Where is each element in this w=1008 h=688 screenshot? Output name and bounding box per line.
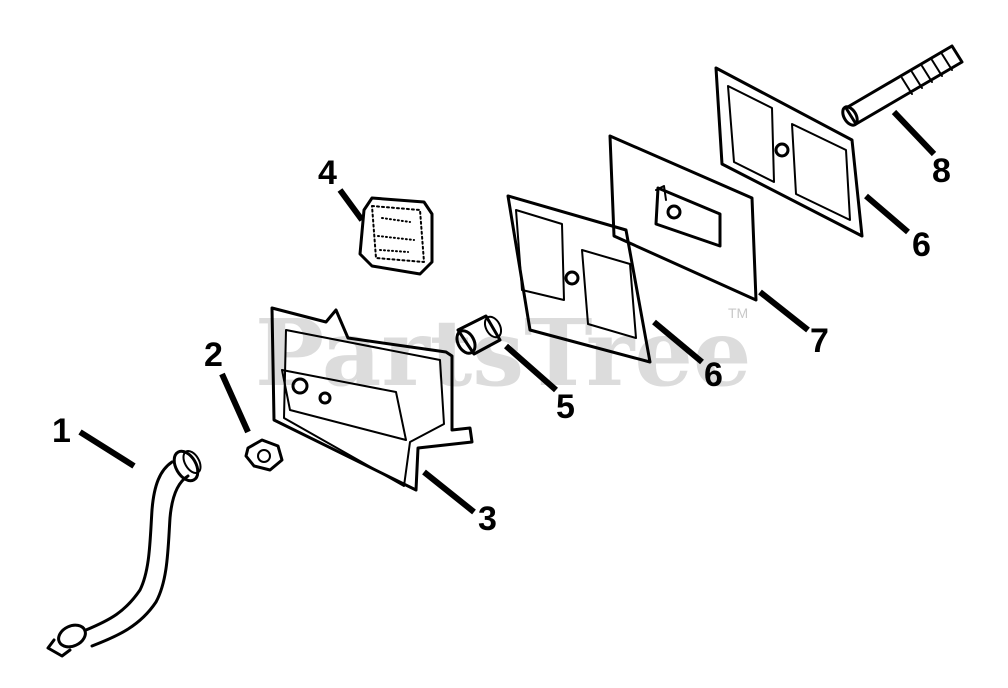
callout-2[interactable]: 2 [204,336,223,374]
part-2-hex-nut[interactable] [244,438,284,472]
part-1-tube[interactable] [46,447,204,658]
leader-5 [504,343,558,393]
part-6-gasket-front[interactable] [506,194,652,364]
callout-4[interactable]: 4 [318,154,337,192]
leader-1 [78,429,136,469]
leader-8 [891,109,937,157]
callout-6a[interactable]: 6 [704,356,723,394]
watermark-trademark: TM [728,305,748,321]
callout-5[interactable]: 5 [556,388,575,426]
leader-6b [864,193,910,235]
watermark-text: PartsTree [255,299,751,407]
leader-lines [78,109,937,515]
part-5-spacer-sleeve[interactable] [453,314,504,356]
leader-4 [337,188,365,222]
callout-1[interactable]: 1 [52,412,71,450]
callout-6b[interactable]: 6 [912,226,931,264]
callout-8[interactable]: 8 [932,152,951,190]
part-4-filter-element[interactable] [358,196,434,276]
callout-3[interactable]: 3 [478,500,497,538]
leader-7 [758,289,810,333]
leader-3 [422,469,476,515]
part-3-bracket[interactable] [270,306,474,492]
leader-2 [219,372,251,434]
callout-labels: 1 2 3 4 5 6 6 7 8 [52,152,951,538]
leader-6a [652,319,704,365]
part-6-gasket-rear[interactable] [714,66,864,238]
watermark: PartsTree TM [255,299,751,407]
part-7-mounting-plate[interactable] [608,134,758,302]
callout-7[interactable]: 7 [810,322,829,360]
part-8-threaded-stud[interactable] [840,44,964,128]
